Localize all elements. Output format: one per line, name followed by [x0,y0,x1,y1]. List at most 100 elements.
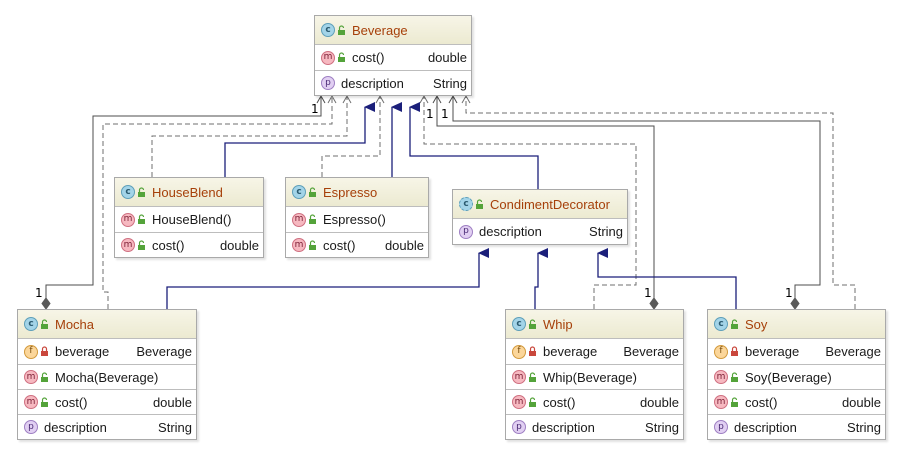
member-row[interactable]: m Soy(Beverage) [708,364,885,389]
class-icon: c [321,23,335,37]
field-icon: f [512,344,526,359]
class-header: c CondimentDecorator [453,190,627,219]
public-icon [528,371,537,383]
public-icon [40,318,49,330]
member-name: Soy(Beverage) [745,369,832,385]
dep-espresso-beverage [321,96,381,177]
member-type: double [841,394,881,410]
assoc-soy-beverage [452,96,821,298]
public-icon [40,396,49,408]
field-icon: f [24,344,38,359]
private-lock-icon [528,346,537,357]
dependency-arrowheads [327,94,471,104]
member-name: cost() [323,237,356,253]
member-row[interactable]: p description String [708,414,885,439]
class-header: c Whip [506,310,683,339]
association-edges [45,96,821,298]
composition-diamonds [41,297,800,310]
association-arrowheads [316,94,458,104]
private-lock-icon [40,346,49,357]
member-row[interactable]: m cost() double [18,389,196,414]
member-type: Beverage [825,344,881,359]
member-row[interactable]: m cost() double [115,232,263,257]
method-icon: m [512,395,526,409]
member-row[interactable]: m cost() double [315,45,471,70]
member-row[interactable]: m cost() double [286,232,428,257]
diamond-mocha [41,297,51,310]
method-icon: m [292,212,306,227]
member-name: HouseBlend() [152,212,232,227]
member-row[interactable]: f beverage Beverage [18,339,196,364]
class-name: Soy [745,316,768,332]
member-row[interactable]: p description String [453,219,627,244]
member-type: String [433,75,467,91]
member-row[interactable]: p description String [315,70,471,95]
property-icon: p [24,420,38,434]
class-whip[interactable]: c Whip f beverage Beverage m Whip(Bevera… [505,309,684,440]
class-beverage[interactable]: c Beverage m cost() double p description… [314,15,472,96]
member-type: double [152,394,192,410]
member-name: Espresso() [323,212,386,227]
class-name: HouseBlend [152,184,223,200]
class-houseblend[interactable]: c HouseBlend m HouseBlend() m cost() dou… [114,177,264,258]
class-header: c Espresso [286,178,428,207]
class-soy[interactable]: c Soy f beverage Beverage m Soy(Beverage… [707,309,886,440]
member-row[interactable]: f beverage Beverage [708,339,885,364]
property-icon: p [321,76,335,90]
member-type: double [427,50,467,65]
multiplicity-label: 1 [35,286,43,300]
class-condimentdecorator[interactable]: c CondimentDecorator p description Strin… [452,189,628,245]
class-name: CondimentDecorator [490,196,610,212]
multiplicity-label: 1 [644,286,652,300]
class-name: Beverage [352,22,408,38]
member-row[interactable]: f beverage Beverage [506,339,683,364]
method-icon: m [292,238,306,252]
member-row[interactable]: m Espresso() [286,207,428,232]
inherit-houseblend-beverage [224,102,375,177]
member-type: String [158,419,192,435]
member-row[interactable]: m cost() double [708,389,885,414]
member-name: Whip(Beverage) [543,369,637,385]
dep-soy-beverage [465,96,856,309]
method-icon: m [321,50,335,65]
method-icon: m [714,370,728,384]
member-name: beverage [55,344,110,359]
public-icon [528,396,537,408]
member-name: description [479,224,542,239]
member-type: Beverage [136,344,192,359]
public-icon [528,318,537,330]
inherit-whip-condiment [534,248,548,309]
public-icon [730,396,739,408]
method-icon: m [121,212,135,227]
class-header: c Mocha [18,310,196,339]
dep-mocha-beverage [102,96,333,309]
member-name: cost() [55,394,88,410]
assoc-mocha-beverage [45,96,322,298]
member-type: String [589,224,623,239]
multiplicity-label: 1 [785,286,793,300]
member-row[interactable]: m HouseBlend() [115,207,263,232]
assoc-whip-beverage [436,96,655,298]
class-icon: c [714,317,728,331]
class-espresso[interactable]: c Espresso m Espresso() m cost() double [285,177,429,258]
member-name: description [341,75,404,91]
public-icon [308,186,317,198]
member-name: cost() [745,394,778,410]
member-name: beverage [745,344,800,359]
member-row[interactable]: p description String [18,414,196,439]
inheritance-edges [166,102,737,309]
member-row[interactable]: m Mocha(Beverage) [18,364,196,389]
property-icon: p [512,420,526,434]
class-mocha[interactable]: c Mocha f beverage Beverage m Mocha(Beve… [17,309,197,440]
public-icon [475,198,484,210]
class-header: c Soy [708,310,885,339]
public-icon [730,371,739,383]
member-row[interactable]: m cost() double [506,389,683,414]
member-row[interactable]: m Whip(Beverage) [506,364,683,389]
multiplicity-label: 1 [441,107,449,121]
member-row[interactable]: p description String [506,414,683,439]
abstract-class-icon: c [459,197,473,211]
public-icon [137,186,146,198]
member-type: double [219,237,259,253]
public-icon [40,371,49,383]
